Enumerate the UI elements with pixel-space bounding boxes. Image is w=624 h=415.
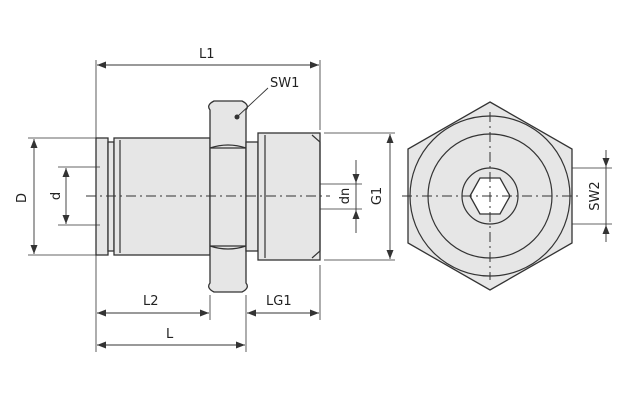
end-view	[402, 101, 578, 291]
leader-SW1	[237, 87, 269, 117]
label-L1: L1	[199, 47, 215, 62]
label-D: D	[15, 193, 30, 203]
label-d: d	[49, 192, 64, 200]
extension-lines	[28, 60, 612, 352]
label-SW2: SW2	[588, 181, 603, 210]
label-LG1: LG1	[266, 294, 292, 309]
label-L2: L2	[143, 294, 159, 309]
side-view	[86, 100, 330, 293]
labels: L1 SW1 L2 LG1 L D d dn G1 SW2	[15, 47, 603, 342]
label-dn: dn	[338, 188, 353, 205]
label-G1: G1	[370, 187, 385, 205]
label-SW1: SW1	[270, 76, 299, 91]
dimension-lines	[30, 61, 610, 349]
label-L: L	[166, 327, 174, 342]
